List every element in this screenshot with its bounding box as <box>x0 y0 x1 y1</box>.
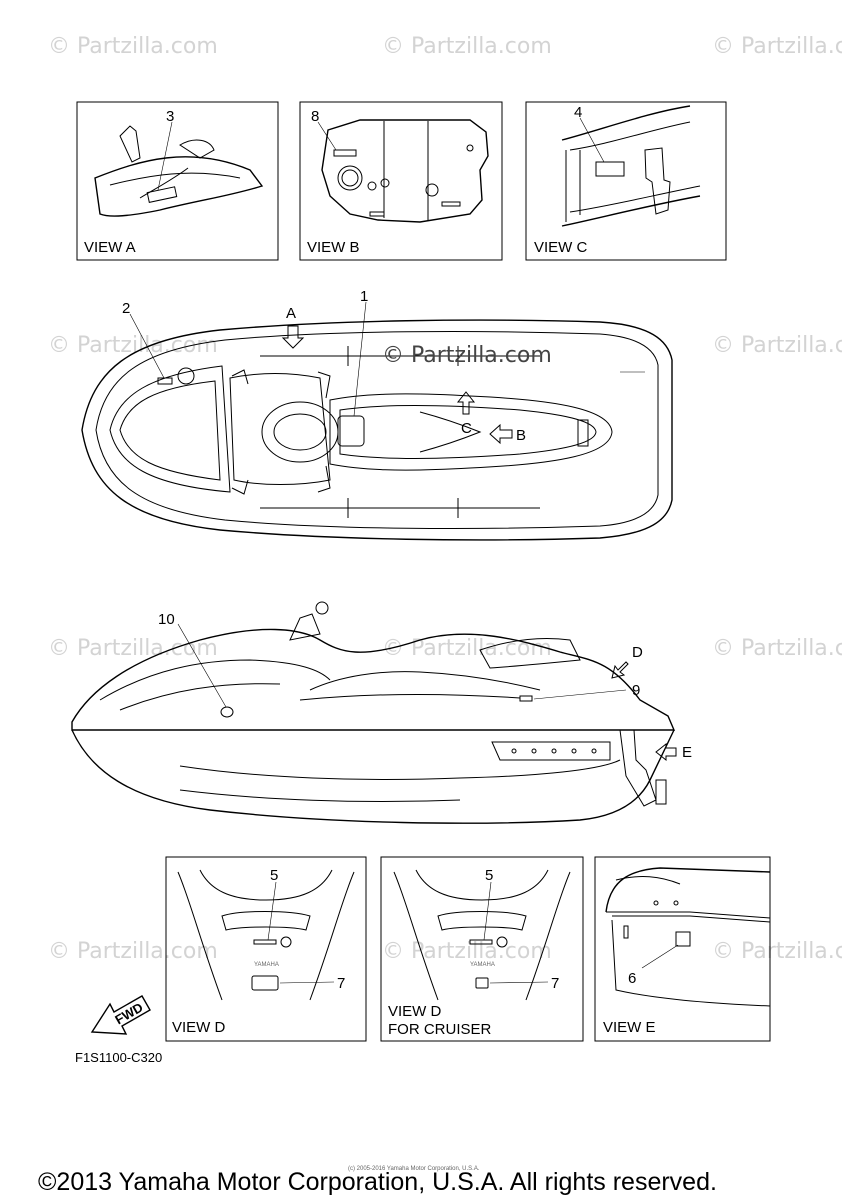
view-b-panel: 8 VIEW B <box>299 101 503 261</box>
watermark: © Partzilla.com <box>712 333 842 358</box>
view-b-label: VIEW B <box>307 239 360 256</box>
view-c-label: VIEW C <box>534 239 588 256</box>
callout-8: 8 <box>311 108 319 125</box>
watermark: © Partzilla.com <box>48 34 218 59</box>
view-d-panel: YAMAHA 5 7 VIEW D <box>165 856 367 1042</box>
watermark: © Partzilla.com <box>382 34 552 59</box>
view-d-label: VIEW D <box>172 1019 226 1036</box>
callout-4: 4 <box>574 104 582 121</box>
view-e-panel: 6 VIEW E <box>594 856 771 1042</box>
view-d-cruiser-sublabel: FOR CRUISER <box>388 1021 492 1038</box>
direction-letter-d: D <box>632 644 643 661</box>
callout-5: 5 <box>270 867 278 884</box>
callout-3: 3 <box>166 108 174 125</box>
brand-mark: YAMAHA <box>470 962 495 968</box>
direction-letter-c: C <box>461 420 472 437</box>
top-view-drawing: 2 1 A C B © Partzilla.com <box>81 288 673 541</box>
view-d-cruiser-label: VIEW D <box>388 1003 442 1020</box>
watermark: © Partzilla.com <box>382 939 552 964</box>
callout-5-cruiser: 5 <box>485 867 493 884</box>
direction-letter-e: E <box>682 744 692 761</box>
diagram-code: F1S1100-C320 <box>75 1050 162 1065</box>
view-d-cruiser-panel: YAMAHA 5 7 VIEW D FOR CRUISER <box>380 856 584 1042</box>
view-a-panel: 3 VIEW A <box>76 101 279 261</box>
side-view-drawing: 10 9 D E <box>71 601 692 824</box>
watermark: © Partzilla.com <box>712 636 842 661</box>
callout-10: 10 <box>158 611 175 628</box>
fwd-label: FWD <box>112 1000 145 1028</box>
view-a-label: VIEW A <box>84 239 136 256</box>
watermark: © Partzilla.com <box>712 939 842 964</box>
callout-6: 6 <box>628 970 636 987</box>
brand-mark: YAMAHA <box>254 962 279 968</box>
callout-9: 9 <box>632 682 640 699</box>
view-c-panel: 4 VIEW C <box>525 101 727 261</box>
callout-7-cruiser: 7 <box>551 975 559 992</box>
watermark: © Partzilla.com <box>48 939 218 964</box>
fwd-arrow-icon: FWD <box>90 995 151 1035</box>
direction-letter-b: B <box>516 427 526 444</box>
callout-1: 1 <box>360 288 368 305</box>
callout-7: 7 <box>337 975 345 992</box>
watermark: © Partzilla.com <box>48 636 218 661</box>
view-e-label: VIEW E <box>603 1019 656 1036</box>
copyright-footer: ©2013 Yamaha Motor Corporation, U.S.A. A… <box>38 1168 717 1196</box>
fine-print: (c) 2005-2016 Yamaha Motor Corporation, … <box>348 1166 480 1172</box>
direction-letter-a: A <box>286 305 296 322</box>
watermark-main: © Partzilla.com <box>382 343 552 368</box>
watermarks: © Partzilla.com © Partzilla.com © Partzi… <box>48 34 842 964</box>
callout-2: 2 <box>122 300 130 317</box>
watermark: © Partzilla.com <box>712 34 842 59</box>
